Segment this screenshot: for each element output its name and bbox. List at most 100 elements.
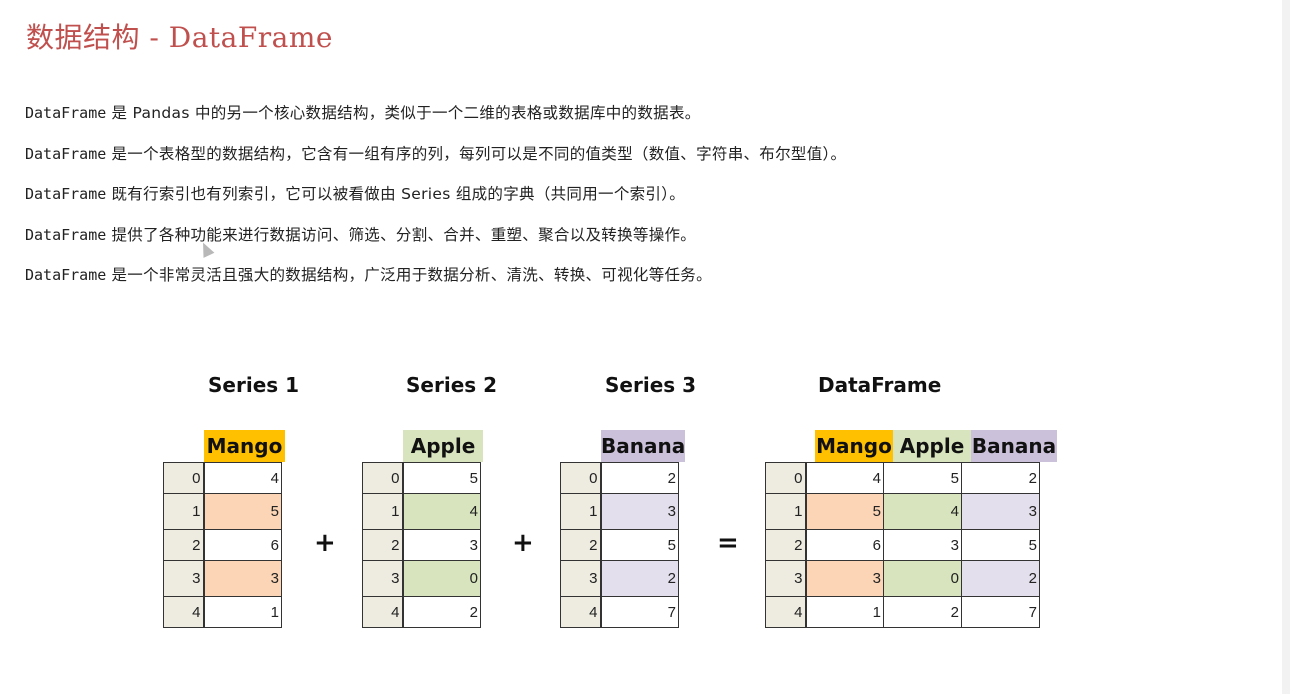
value-cell: 4 [402,493,481,530]
value-cell: 6 [203,529,282,561]
keyword: DataFrame [25,226,107,244]
value-cell: 4 [203,462,282,494]
value-cell: 3 [600,493,679,530]
series-1-header: Mango [204,430,285,462]
index-cell: 2 [765,529,807,561]
line-text: 既有行索引也有列索引，它可以被看做由 Series 组成的字典（共同用一个索引）… [106,185,686,203]
equals-operator: = [717,528,739,558]
keyword: DataFrame [25,104,107,122]
value-cell: 2 [883,596,962,628]
line-text: 是一个表格型的数据结构，它含有一组有序的列，每列可以是不同的值类型（数值、字符串… [106,145,847,163]
keyword: DataFrame [25,145,107,163]
index-cell: 4 [560,596,602,628]
value-cell: 4 [805,462,884,494]
page-title: 数据结构 - DataFrame [26,21,333,54]
keyword: DataFrame [25,185,107,203]
index-cell: 0 [560,462,602,494]
index-cell: 3 [765,560,807,597]
value-cell: 7 [600,596,679,628]
value-cell: 1 [805,596,884,628]
index-cell: 2 [560,529,602,561]
value-cell: 5 [883,462,962,494]
index-cell: 1 [765,493,807,530]
index-cell: 1 [362,493,404,530]
value-cell: 2 [961,462,1040,494]
index-cell: 0 [163,462,205,494]
index-cell: 4 [163,596,205,628]
keyword: DataFrame [25,266,107,284]
index-cell: 2 [163,529,205,561]
value-cell: 5 [402,462,481,494]
description-line-2: DataFrame 是一个表格型的数据结构，它含有一组有序的列，每列可以是不同的… [25,142,846,164]
index-cell: 3 [163,560,205,597]
index-cell: 3 [560,560,602,597]
plus-operator: + [314,528,336,558]
value-cell: 5 [203,493,282,530]
series-1-label: Series 1 [208,373,300,397]
value-cell: 5 [961,529,1040,561]
index-cell: 0 [765,462,807,494]
value-cell: 5 [805,493,884,530]
series-3-header: Banana [601,430,685,462]
description-line-4: DataFrame 提供了各种功能来进行数据访问、筛选、分割、合并、重塑、聚合以… [25,223,696,245]
description-line-3: DataFrame 既有行索引也有列索引，它可以被看做由 Series 组成的字… [25,182,685,204]
index-cell: 1 [163,493,205,530]
value-cell: 1 [203,596,282,628]
value-cell: 6 [805,529,884,561]
series-3-label: Series 3 [605,373,697,397]
value-cell: 3 [203,560,282,597]
description-line-1: DataFrame 是 Pandas 中的另一个核心数据结构，类似于一个二维的表… [25,101,701,123]
value-cell: 0 [883,560,962,597]
line-text: 是 Pandas 中的另一个核心数据结构，类似于一个二维的表格或数据库中的数据表… [106,104,701,122]
value-cell: 3 [961,493,1040,530]
index-cell: 2 [362,529,404,561]
index-cell: 4 [765,596,807,628]
scrollbar-edge [1282,0,1290,694]
value-cell: 2 [961,560,1040,597]
series-2-label: Series 2 [406,373,498,397]
value-cell: 2 [600,462,679,494]
description-line-5: DataFrame 是一个非常灵活且强大的数据结构，广泛用于数据分析、清洗、转换… [25,263,712,285]
dataframe-header-apple: Apple [893,430,971,462]
plus-operator: + [512,528,534,558]
series-2-header: Apple [403,430,483,462]
index-cell: 4 [362,596,404,628]
value-cell: 2 [600,560,679,597]
index-cell: 0 [362,462,404,494]
value-cell: 5 [600,529,679,561]
value-cell: 2 [402,596,481,628]
value-cell: 3 [883,529,962,561]
dataframe-header-mango: Mango [815,430,893,462]
value-cell: 7 [961,596,1040,628]
line-text: 提供了各种功能来进行数据访问、筛选、分割、合并、重塑、聚合以及转换等操作。 [106,226,697,244]
dataframe-header-banana: Banana [971,430,1057,462]
value-cell: 3 [805,560,884,597]
index-cell: 3 [362,560,404,597]
index-cell: 1 [560,493,602,530]
value-cell: 3 [402,529,481,561]
